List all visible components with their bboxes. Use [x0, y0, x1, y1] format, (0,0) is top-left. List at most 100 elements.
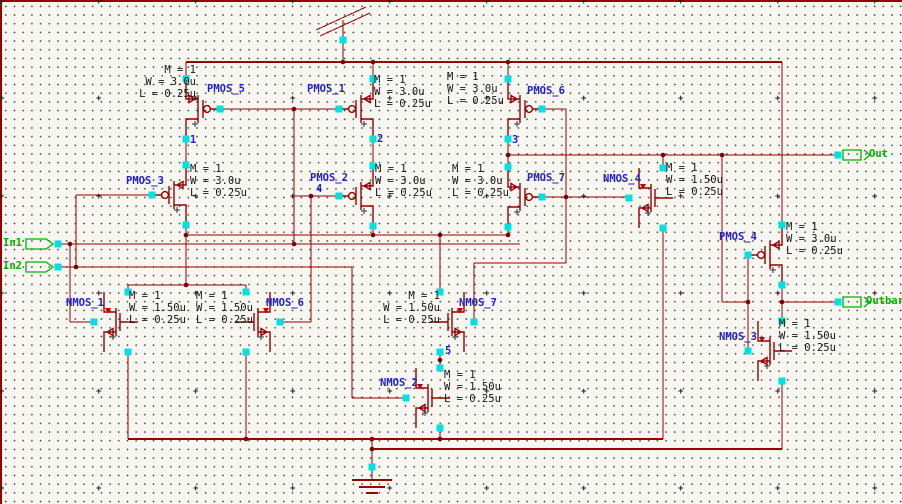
pin-handle[interactable]: [369, 222, 377, 230]
transistor-NMOS_2[interactable]: [415, 368, 450, 428]
pin-handle[interactable]: [834, 298, 842, 306]
transistor-PMOS_4[interactable]: [748, 225, 783, 285]
device-label-PMOS_7[interactable]: PMOS_7: [527, 172, 565, 184]
device-label-PMOS_4[interactable]: PMOS_4: [719, 231, 757, 243]
device-label-NMOS_2[interactable]: NMOS_2: [380, 377, 418, 389]
device-params-PMOS_3[interactable]: M = 1 W = 3.0u L = 0.25u: [190, 163, 247, 199]
pin-handle[interactable]: [625, 194, 633, 202]
transistor-PMOS_6[interactable]: [507, 79, 542, 139]
pin-handle[interactable]: [54, 240, 62, 248]
device-label-NMOS_3[interactable]: NMOS_3: [719, 331, 757, 343]
net-label-5[interactable]: 5: [445, 345, 452, 357]
port-tag-Out[interactable]: [842, 149, 862, 161]
transistor-PMOS_7[interactable]: [507, 167, 542, 227]
device-label-NMOS_4[interactable]: NMOS_4: [603, 173, 641, 185]
pin-handle[interactable]: [124, 288, 132, 296]
pin-handle[interactable]: [659, 224, 667, 232]
device-params-PMOS_5[interactable]: M = 1 W = 3.0u L = 0.25u: [139, 64, 196, 100]
pin-handle[interactable]: [216, 105, 224, 113]
net-label-2[interactable]: 2: [377, 133, 384, 145]
port-label-In2[interactable]: In2: [3, 260, 22, 272]
pin-handle[interactable]: [778, 377, 786, 385]
pin-handle[interactable]: [182, 75, 190, 83]
device-params-NMOS_2[interactable]: M = 1 W = 1.50u L = 0.25u: [444, 369, 501, 405]
port-label-Outbar[interactable]: Outbar: [866, 295, 902, 307]
pin-handle[interactable]: [834, 151, 842, 159]
pin-handle[interactable]: [659, 164, 667, 172]
net-label-1[interactable]: 1: [190, 134, 197, 146]
device-label-PMOS_6[interactable]: PMOS_6: [527, 85, 565, 97]
device-params-PMOS_1[interactable]: M = 1 W = 3.0u L = 0.25u: [374, 74, 431, 110]
pin-handle[interactable]: [242, 288, 250, 296]
pin-handle[interactable]: [778, 317, 786, 325]
pin-handle[interactable]: [90, 318, 98, 326]
device-label-NMOS_6[interactable]: NMOS_6: [266, 297, 304, 309]
device-label-PMOS_2[interactable]: PMOS_2: [310, 172, 348, 184]
pin-handle[interactable]: [778, 221, 786, 229]
pin-handle[interactable]: [436, 424, 444, 432]
port-tag-Outbar[interactable]: [842, 296, 862, 308]
device-label-PMOS_1[interactable]: PMOS_1: [307, 83, 345, 95]
transistor-NMOS_1[interactable]: [103, 292, 138, 352]
port-label-Out[interactable]: Out: [869, 148, 888, 160]
pin-handle[interactable]: [335, 192, 343, 200]
pin-handle[interactable]: [538, 193, 546, 201]
device-params-PMOS_6[interactable]: M = 1 W = 3.0u L = 0.25u: [447, 71, 504, 107]
device-params-NMOS_6[interactable]: M = 1 W = 1.50u L = 0.25u: [196, 290, 253, 326]
wire[interactable]: [319, 12, 371, 37]
wire[interactable]: [315, 6, 367, 31]
pin-handle[interactable]: [148, 191, 156, 199]
port-tag-In1[interactable]: [25, 238, 55, 250]
device-params-NMOS_4[interactable]: M = 1 W = 1.50u L = 0.25u: [666, 162, 723, 198]
transistor-PMOS_3[interactable]: [152, 165, 187, 225]
transistor-PMOS_1[interactable]: [339, 79, 374, 139]
pin-handle[interactable]: [124, 348, 132, 356]
device-label-NMOS_7[interactable]: NMOS_7: [459, 297, 497, 309]
transistor-PMOS_2[interactable]: [339, 166, 374, 226]
pin-handle[interactable]: [504, 163, 512, 171]
transistor-PMOS_5[interactable]: [185, 79, 220, 139]
pin-handle[interactable]: [436, 288, 444, 296]
transistor-NMOS_4[interactable]: [638, 168, 673, 228]
pin-handle[interactable]: [335, 105, 343, 113]
device-params-PMOS_7[interactable]: M = 1 W = 3.0u L = 0.25u: [452, 163, 509, 199]
pin-handle[interactable]: [369, 162, 377, 170]
pin-handle[interactable]: [402, 394, 410, 402]
pin-handle[interactable]: [538, 105, 546, 113]
pin-handle[interactable]: [504, 223, 512, 231]
port-tag-In2[interactable]: [25, 261, 55, 273]
transistor-NMOS_3[interactable]: [757, 321, 792, 381]
pin-handle[interactable]: [276, 318, 284, 326]
transistor-NMOS_6[interactable]: [236, 292, 271, 352]
pin-handle[interactable]: [470, 318, 478, 326]
pin-handle[interactable]: [368, 463, 376, 471]
device-params-PMOS_4[interactable]: M = 1 W = 3.0u L = 0.25u: [786, 221, 843, 257]
device-label-PMOS_3[interactable]: PMOS_3: [126, 175, 164, 187]
transistor-NMOS_7[interactable]: [430, 292, 465, 352]
pin-handle[interactable]: [369, 75, 377, 83]
pin-handle[interactable]: [744, 251, 752, 259]
device-params-NMOS_1[interactable]: M = 1 W = 1.50u L = 0.25u: [129, 290, 186, 326]
pin-handle[interactable]: [339, 36, 347, 44]
pin-handle[interactable]: [504, 135, 512, 143]
pin-handle[interactable]: [182, 135, 190, 143]
pin-handle[interactable]: [369, 135, 377, 143]
pin-handle[interactable]: [744, 347, 752, 355]
pin-handle[interactable]: [778, 281, 786, 289]
pin-handle[interactable]: [182, 221, 190, 229]
port-label-In1[interactable]: In1: [3, 237, 22, 249]
pin-handle[interactable]: [436, 348, 444, 356]
pin-handle[interactable]: [242, 348, 250, 356]
pin-handle[interactable]: [54, 263, 62, 271]
device-params-PMOS_2[interactable]: M = 1 W = 3.0u L = 0.25u: [375, 163, 432, 199]
device-label-PMOS_5[interactable]: PMOS_5: [207, 83, 245, 95]
net-label-4[interactable]: 4: [316, 183, 323, 195]
device-params-NMOS_3[interactable]: M = 1 W = 1.50u L = 0.25u: [779, 318, 836, 354]
pin-handle[interactable]: [436, 364, 444, 372]
pin-handle[interactable]: [504, 75, 512, 83]
pin-handle[interactable]: [182, 161, 190, 169]
device-label-NMOS_1[interactable]: NMOS_1: [66, 297, 104, 309]
net-label-3[interactable]: 3: [512, 134, 519, 146]
device-params-NMOS_7[interactable]: M = 1 W = 1.50u L = 0.25u: [383, 290, 440, 326]
